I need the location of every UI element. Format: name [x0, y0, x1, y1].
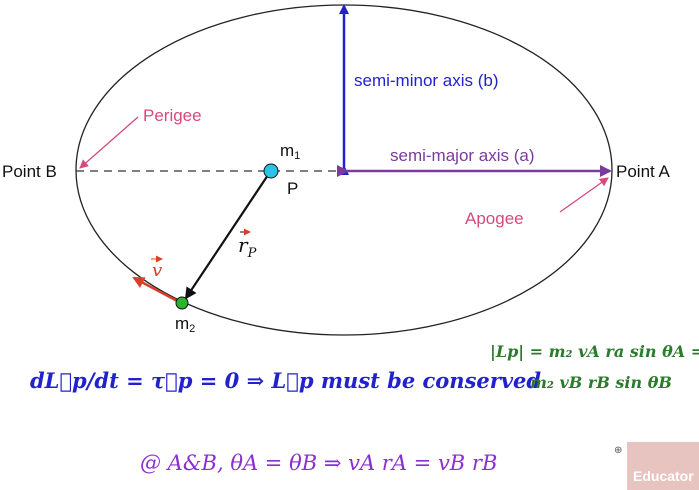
r-vec-sub: P: [247, 246, 257, 261]
r-vec-letter: r: [238, 233, 249, 257]
educator-logo-text: Educator: [633, 468, 694, 484]
m2-label-m: m: [175, 314, 189, 333]
equation-angular-momentum-line1: |Lp| = m₂ vA ra sin θA =: [490, 342, 699, 361]
point-a-label: Point A: [616, 162, 671, 181]
r-p-vector: [184, 171, 271, 300]
m1-label-m: m: [280, 141, 294, 160]
perigee-label: Perigee: [143, 106, 202, 125]
m1-label-sub: 1: [294, 150, 300, 162]
v-vec-label: v: [152, 260, 162, 281]
m1-label: m1: [280, 141, 300, 162]
point-b-label: Point B: [2, 162, 57, 181]
semi-minor-axis-label: semi-minor axis (b): [354, 71, 499, 90]
educator-watermark: Educator: [627, 442, 699, 490]
velocity-vector: [132, 276, 182, 305]
apogee-label: Apogee: [465, 209, 524, 228]
m2-label: m2: [175, 314, 195, 335]
r-vec-label: rP: [238, 233, 257, 261]
perigee-pointer: [79, 116, 139, 169]
equation-angular-momentum-line2: m₂ vB rB sin θB: [530, 373, 672, 392]
apogee-pointer: [559, 177, 609, 213]
m2-label-sub: 2: [189, 323, 195, 335]
m2-mass-dot: [175, 296, 189, 310]
semi-major-axis-label: semi-major axis (a): [390, 146, 535, 165]
p-label: P: [287, 179, 298, 198]
equation-apsides: @ A&B, θA = θB ⇒ vA rA = vB rB: [140, 451, 497, 475]
zoom-icon[interactable]: ⊕: [614, 445, 623, 456]
m1-mass-dot: [263, 163, 279, 179]
equation-conservation: dL⃗p/dt = τ⃗p = 0 ⇒ L⃗p must be conserve…: [30, 368, 541, 393]
